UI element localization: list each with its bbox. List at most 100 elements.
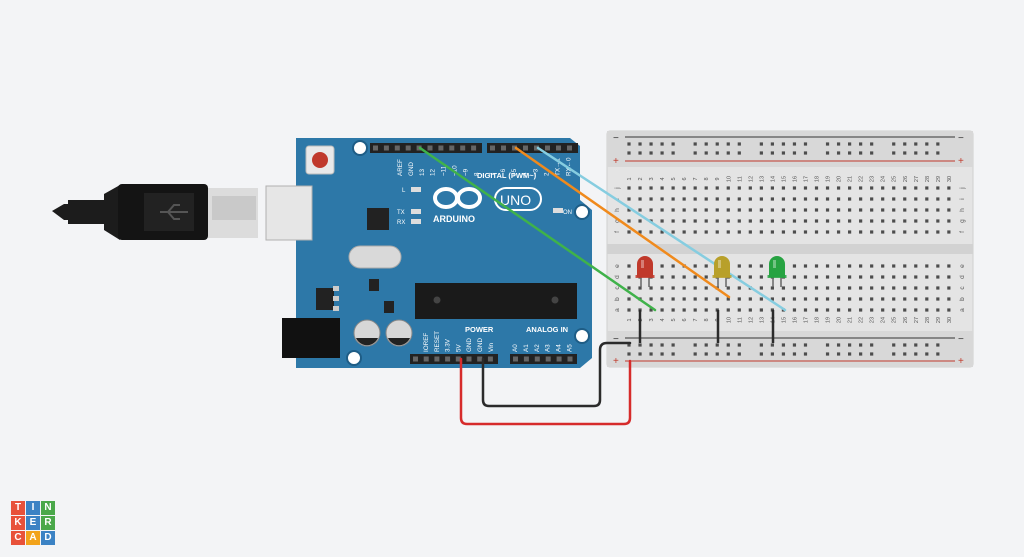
rail-hole[interactable] [870,352,874,356]
rail-hole[interactable] [693,142,697,146]
breadboard-hole[interactable] [770,186,774,190]
breadboard-hole[interactable] [825,186,830,190]
breadboard-hole[interactable] [903,186,907,190]
breadboard-hole[interactable] [726,219,730,223]
breadboard-hole[interactable] [914,219,918,223]
rail-hole[interactable] [759,343,763,347]
breadboard-hole[interactable] [870,297,874,301]
rail-hole[interactable] [914,151,918,155]
breadboard-hole[interactable] [892,208,896,212]
breadboard-hole[interactable] [649,230,653,234]
breadboard-hole[interactable] [925,275,929,279]
breadboard-hole[interactable] [803,286,808,290]
rail-hole[interactable] [638,352,642,356]
breadboard-hole[interactable] [759,264,763,268]
breadboard-hole[interactable] [814,275,819,279]
breadboard-hole[interactable] [748,308,752,312]
breadboard-hole[interactable] [947,230,951,234]
breadboard-hole[interactable] [803,264,808,268]
breadboard-hole[interactable] [859,230,863,234]
rail-hole[interactable] [892,151,896,155]
breadboard-hole[interactable] [748,208,752,212]
breadboard-hole[interactable] [693,230,697,234]
breadboard-hole[interactable] [737,186,741,190]
breadboard-hole[interactable] [859,219,863,223]
rail-hole[interactable] [825,343,830,347]
breadboard-hole[interactable] [881,219,885,223]
cyan-wire[interactable] [536,146,787,312]
breadboard-hole[interactable] [936,264,940,268]
breadboard-hole[interactable] [881,186,885,190]
breadboard-hole[interactable] [748,197,752,201]
header-pin[interactable] [427,145,433,151]
rail-hole[interactable] [704,352,708,356]
header-pin[interactable] [490,145,495,151]
rail-hole[interactable] [848,151,852,155]
breadboard-hole[interactable] [715,186,719,190]
header-pin[interactable] [487,356,493,362]
breadboard-hole[interactable] [638,208,642,212]
rail-hole[interactable] [870,343,874,347]
breadboard-hole[interactable] [848,308,852,312]
rail-hole[interactable] [836,343,841,347]
rail-hole[interactable] [671,352,675,356]
breadboard-hole[interactable] [848,230,852,234]
breadboard-hole[interactable] [925,208,929,212]
breadboard-hole[interactable] [704,308,708,312]
breadboard-hole[interactable] [660,219,664,223]
breadboard-hole[interactable] [726,230,730,234]
header-pin[interactable] [523,356,529,362]
breadboard-hole[interactable] [627,308,631,312]
header-pin[interactable] [534,145,539,151]
header-pin[interactable] [466,356,472,362]
breadboard-hole[interactable] [814,308,819,312]
breadboard-hole[interactable] [870,230,874,234]
black-ground-wire[interactable] [481,341,632,408]
breadboard-hole[interactable] [825,308,830,312]
rail-hole[interactable] [737,352,741,356]
breadboard-hole[interactable] [726,308,730,312]
signal-wires[interactable] [418,146,787,426]
breadboard-hole[interactable] [892,286,896,290]
rail-hole[interactable] [914,352,918,356]
breadboard-hole[interactable] [947,186,951,190]
rail-hole[interactable] [803,352,808,356]
breadboard-hole[interactable] [660,286,664,290]
breadboard-hole[interactable] [770,208,774,212]
header-pin[interactable] [545,356,551,362]
breadboard-hole[interactable] [825,275,830,279]
breadboard-hole[interactable] [870,308,874,312]
rail-hole[interactable] [836,142,841,146]
breadboard-hole[interactable] [903,219,907,223]
breadboard-hole[interactable] [627,186,631,190]
breadboard-hole[interactable] [792,308,797,312]
breadboard-hole[interactable] [836,308,841,312]
rail-hole[interactable] [638,343,642,347]
red-power-wire[interactable] [459,357,632,426]
breadboard-hole[interactable] [638,219,642,223]
breadboard-hole[interactable] [892,197,896,201]
rail-hole[interactable] [803,343,808,347]
header-pin[interactable] [501,145,506,151]
rail-hole[interactable] [627,352,631,356]
breadboard-hole[interactable] [781,297,786,301]
rail-hole[interactable] [925,151,929,155]
breadboard-hole[interactable] [737,308,741,312]
breadboard-hole[interactable] [925,197,929,201]
breadboard-hole[interactable] [704,286,708,290]
breadboard-hole[interactable] [947,197,951,201]
breadboard-hole[interactable] [649,308,653,312]
breadboard-hole[interactable] [870,197,874,201]
breadboard-hole[interactable] [627,197,631,201]
rail-hole[interactable] [936,343,940,347]
breadboard-hole[interactable] [925,219,929,223]
header-pin[interactable] [471,145,477,151]
breadboard-hole[interactable] [649,208,653,212]
breadboard-hole[interactable] [859,197,863,201]
breadboard-hole[interactable] [682,308,686,312]
breadboard-hole[interactable] [881,197,885,201]
breadboard-hole[interactable] [914,186,918,190]
breadboard-hole[interactable] [925,308,929,312]
breadboard-hole[interactable] [859,275,863,279]
rail-hole[interactable] [859,151,863,155]
